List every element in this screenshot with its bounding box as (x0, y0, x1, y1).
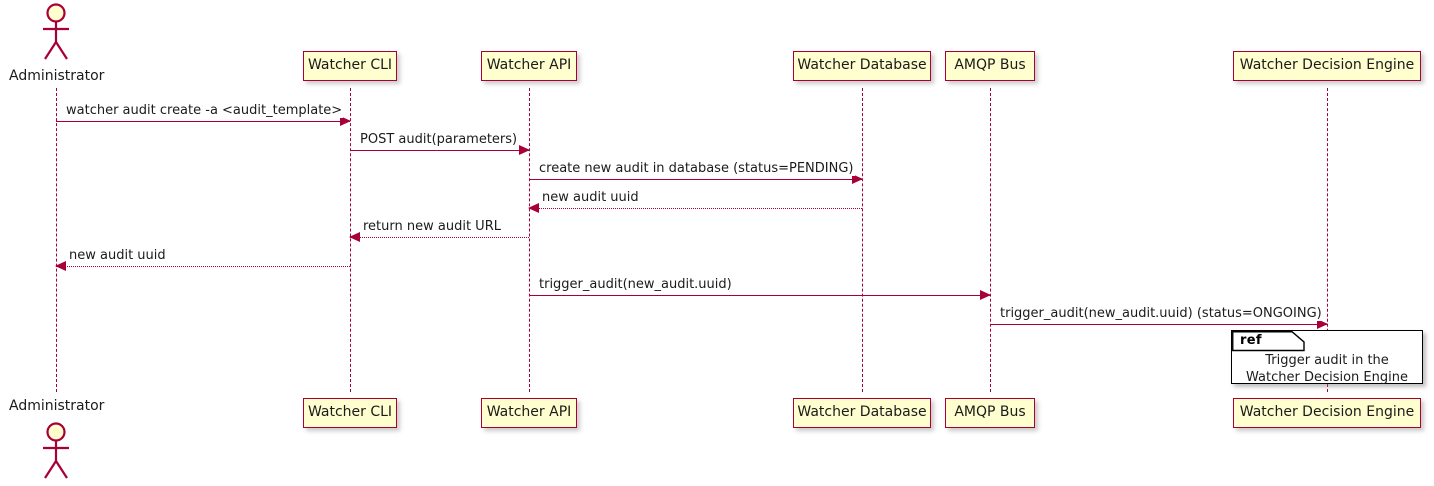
message-label: new audit uuid (541, 190, 640, 205)
ref-tab-outline (1232, 331, 1305, 352)
message-label: POST audit(parameters) (359, 132, 519, 147)
arrowhead-icon (1317, 319, 1328, 329)
actor-icon-administrator-bottom (33, 421, 79, 483)
arrowhead-icon (528, 203, 539, 213)
message-line (56, 266, 350, 267)
arrowhead-icon (349, 232, 360, 242)
arrowhead-icon (852, 174, 863, 184)
lifeline-administrator (56, 88, 57, 392)
actor-icon-administrator-top (33, 2, 79, 64)
arrowhead-icon (519, 145, 530, 155)
participant-amqp-bus-top[interactable]: AMQP Bus (945, 51, 1035, 81)
participant-watcher-database-top[interactable]: Watcher Database (793, 51, 931, 81)
message-line (350, 237, 529, 238)
lifeline-amqp-bus (990, 88, 991, 392)
participant-watcher-api-top[interactable]: Watcher API (481, 51, 577, 81)
lifeline-watcher-api (529, 88, 530, 392)
participant-watcher-api-bottom[interactable]: Watcher API (481, 398, 577, 428)
arrowhead-icon (55, 261, 66, 271)
participant-watcher-decision-engine-top[interactable]: Watcher Decision Engine (1233, 51, 1421, 81)
ref-fragment: ref Trigger audit in the Watcher Decisio… (1231, 330, 1423, 386)
ref-body-line-2: Watcher Decision Engine (1246, 370, 1408, 385)
participant-watcher-cli-top[interactable]: Watcher CLI (303, 51, 397, 81)
message-label: trigger_audit(new_audit.uuid) (status=ON… (999, 306, 1323, 321)
arrowhead-icon (980, 290, 991, 300)
participant-watcher-decision-engine-bottom[interactable]: Watcher Decision Engine (1233, 398, 1421, 428)
message-line (529, 295, 990, 296)
arrowhead-icon (340, 116, 351, 126)
message-line (56, 121, 350, 122)
message-label: create new audit in database (status=PEN… (538, 161, 855, 176)
actor-label-administrator-bottom: Administrator (9, 398, 105, 414)
ref-tab-label: ref (1240, 333, 1262, 348)
participant-watcher-cli-bottom[interactable]: Watcher CLI (303, 398, 397, 428)
ref-body: Trigger audit in the Watcher Decision En… (1232, 352, 1422, 386)
actor-label-administrator-top: Administrator (9, 68, 105, 84)
ref-body-line-1: Trigger audit in the (1265, 353, 1389, 368)
lifeline-watcher-decision-engine (1327, 88, 1328, 392)
message-label: return new audit URL (362, 219, 502, 234)
lifeline-watcher-database (862, 88, 863, 392)
participant-watcher-database-bottom[interactable]: Watcher Database (793, 398, 931, 428)
message-label: watcher audit create -a <audit_template> (65, 103, 344, 118)
message-label: new audit uuid (68, 248, 167, 263)
message-line (529, 179, 862, 180)
message-label: trigger_audit(new_audit.uuid) (538, 277, 733, 292)
message-line (350, 150, 529, 151)
participant-amqp-bus-bottom[interactable]: AMQP Bus (945, 398, 1035, 428)
message-line (990, 324, 1327, 325)
message-line (529, 208, 862, 209)
